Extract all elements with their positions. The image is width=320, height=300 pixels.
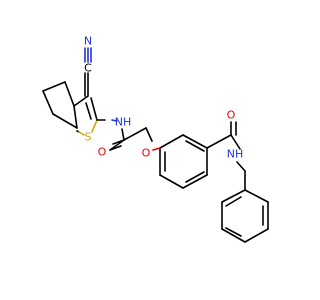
benzamide-group <box>206 121 241 150</box>
atom-label-amide2-nh: NH <box>227 148 244 161</box>
ether-bonds <box>152 147 161 151</box>
atom-label-amide1-o: O <box>98 146 107 159</box>
atom-label-ether-o: O <box>142 147 151 160</box>
atom-label-nitrile-n: N <box>84 35 92 48</box>
nitrile-group <box>84 47 92 97</box>
amide-linker-1 <box>96 119 153 151</box>
atom-label-thiophene-s: S <box>85 131 92 144</box>
atom-label-amide1-nh: NH <box>115 116 132 129</box>
molecule-structure: C N S NH O O O NH <box>42 35 269 243</box>
central-benzene-ring <box>159 134 208 189</box>
atom-label-amide2-o: O <box>227 109 236 122</box>
atom-label-nitrile-c: C <box>84 62 92 75</box>
benzyl-group <box>221 161 269 243</box>
thiophene-ring <box>73 95 98 136</box>
cyclopentane-ring <box>42 81 78 129</box>
